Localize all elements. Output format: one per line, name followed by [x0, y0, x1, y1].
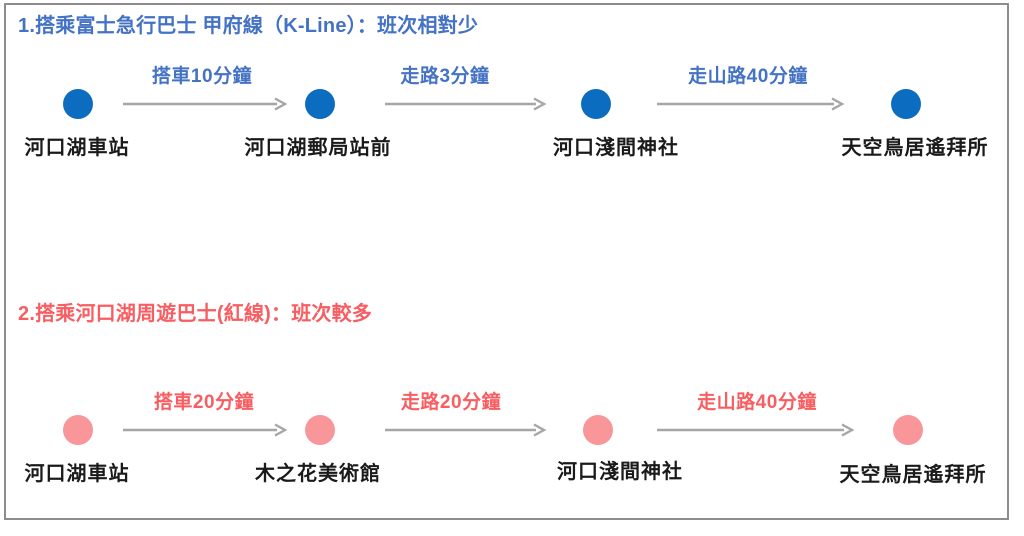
stop-label: 河口湖郵局站前	[244, 137, 392, 159]
stop-dot	[63, 415, 93, 445]
leg-duration-label: 搭車20分鐘	[153, 392, 255, 413]
stop-label: 木之花美術館	[255, 463, 381, 485]
leg-arrow-icon	[385, 97, 547, 111]
leg-arrow-icon	[657, 423, 855, 437]
leg-duration-label: 走路3分鐘	[400, 66, 490, 87]
stop-label: 天空鳥居遙拜所	[839, 464, 987, 486]
stop-dot	[893, 415, 923, 445]
diagram-frame	[4, 3, 1009, 520]
leg-duration-label: 走山路40分鐘	[697, 392, 817, 413]
route-title: 2.搭乘河口湖周遊巴士(紅線)：班次較多	[18, 303, 372, 325]
stop-dot	[63, 89, 93, 119]
stop-dot	[305, 89, 335, 119]
stop-label: 河口淺間神社	[557, 461, 683, 483]
leg-arrow-icon	[123, 97, 288, 111]
stop-dot	[583, 415, 613, 445]
stop-label: 天空鳥居遙拜所	[841, 137, 989, 159]
leg-duration-label: 搭車10分鐘	[151, 66, 253, 87]
stop-label: 河口湖車站	[24, 137, 130, 159]
stop-dot	[581, 89, 611, 119]
stop-dot	[891, 89, 921, 119]
leg-duration-label: 走路20分鐘	[400, 392, 502, 413]
route-title: 1.搭乘富士急行巴士 甲府線（K-Line）：班次相對少	[18, 15, 479, 37]
leg-arrow-icon	[385, 423, 547, 437]
leg-arrow-icon	[657, 97, 845, 111]
stop-label: 河口湖車站	[24, 463, 130, 485]
leg-duration-label: 走山路40分鐘	[688, 66, 808, 87]
stop-label: 河口淺間神社	[553, 137, 679, 159]
leg-arrow-icon	[123, 423, 288, 437]
stop-dot	[305, 415, 335, 445]
